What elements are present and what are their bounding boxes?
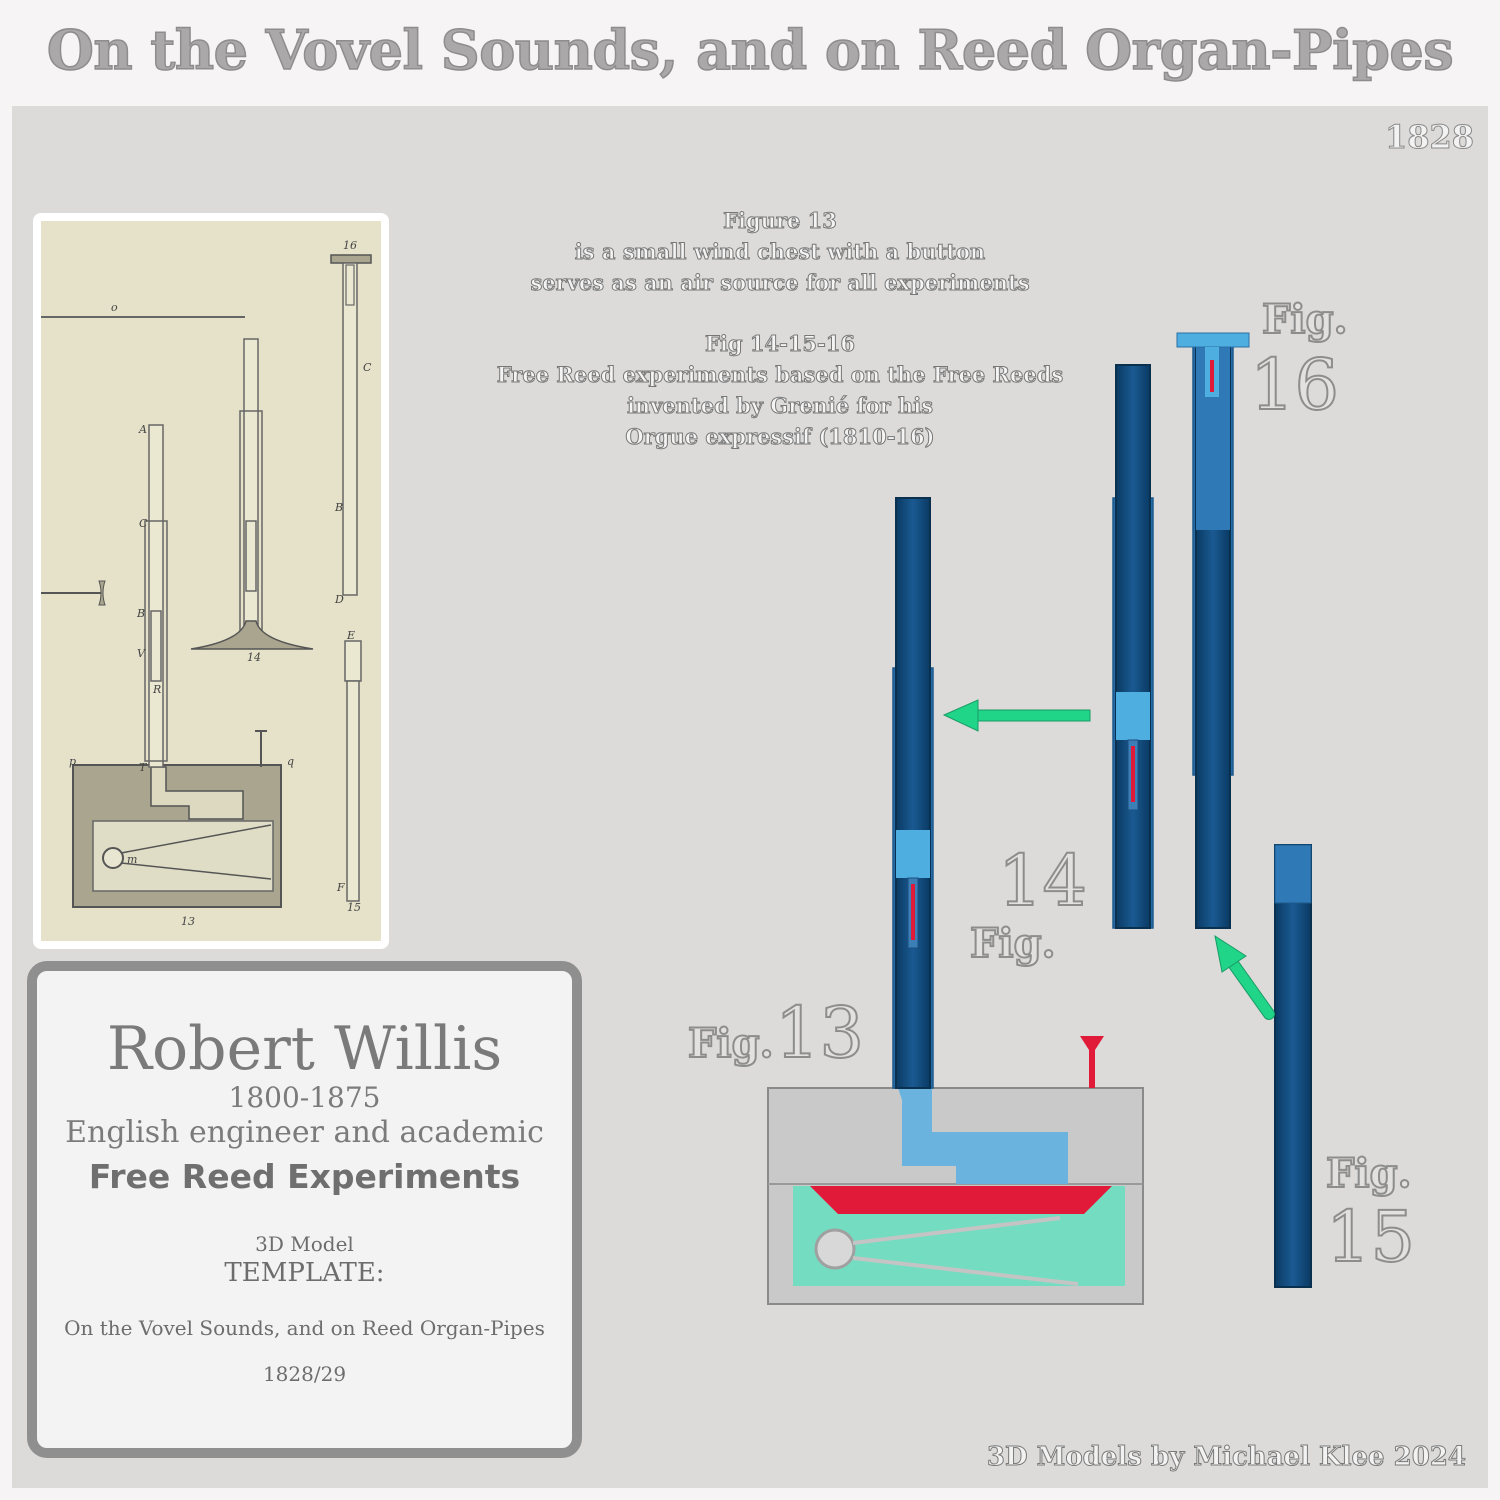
spring-arm xyxy=(120,824,272,854)
fig13-sleeve xyxy=(144,520,168,762)
spring-eye xyxy=(102,847,124,869)
arrow-fig14-to-fig13 xyxy=(942,699,1091,732)
fig14-pipe xyxy=(1115,364,1151,929)
letter-o: o xyxy=(111,301,118,314)
bellows-valve xyxy=(810,1186,1112,1214)
label-14: 14 xyxy=(247,651,261,664)
letter-E: E xyxy=(346,629,355,642)
note-line: Orgue expressif (1810-16) xyxy=(625,424,935,450)
fig13-pipe xyxy=(895,497,931,1089)
fig14-base xyxy=(190,620,314,650)
arrow-shaft xyxy=(1227,957,1274,1019)
model-label: 3D Model xyxy=(255,1232,354,1256)
letter-q: q xyxy=(287,755,294,768)
letter-V: V xyxy=(137,647,146,660)
experiments-title: Free Reed Experiments xyxy=(88,1157,521,1196)
info-card: Robert Willis 1800-1875 English engineer… xyxy=(27,961,582,1458)
chest-button[interactable] xyxy=(1080,1036,1104,1088)
fig13-label-number: 13 xyxy=(774,991,865,1075)
fig14-reed xyxy=(245,520,257,592)
fig14-reed xyxy=(1131,746,1135,802)
label-15: 15 xyxy=(347,901,361,914)
bellows-outline xyxy=(92,820,274,892)
air-channel xyxy=(898,1088,1068,1184)
fig16-pipe xyxy=(342,262,358,596)
arrow-shaft xyxy=(973,709,1091,722)
figure-14-16-note: Fig 14-15-16 Free Reed experiments based… xyxy=(470,328,1090,452)
page-title: On the Vovel Sounds, and on Reed Organ-P… xyxy=(46,17,1454,83)
fig14-reed-block xyxy=(1116,692,1150,740)
credit-text: 3D Models by Michael Klee 2024 xyxy=(986,1442,1466,1473)
fig16-reed xyxy=(345,264,355,306)
letter-D: D xyxy=(334,593,344,606)
book-title: On the Vovel Sounds, and on Reed Organ-P… xyxy=(64,1316,545,1340)
fig15-pipe xyxy=(1274,844,1312,1288)
spring-arm xyxy=(120,862,272,880)
arrow-head xyxy=(942,699,979,732)
label-16: 16 xyxy=(343,239,357,252)
fig16-reed xyxy=(1210,360,1214,392)
letter-m: m xyxy=(127,853,137,866)
letter-R: R xyxy=(152,683,161,696)
label-13: 13 xyxy=(181,915,195,928)
figure-13-note: Figure 13 is a small wind chest with a b… xyxy=(470,205,1090,298)
letter-p: p xyxy=(69,755,76,768)
person-name: Robert Willis xyxy=(106,1014,503,1084)
fig16-label-word: Fig. xyxy=(1261,295,1348,344)
fig13-reed xyxy=(150,610,162,682)
letter-T: T xyxy=(139,761,148,774)
fig15-label-word: Fig. xyxy=(1325,1149,1412,1198)
fig13-label-word: Fig. xyxy=(687,1019,774,1068)
book-date: 1828/29 xyxy=(262,1362,347,1386)
template-label: TEMPLATE: xyxy=(224,1258,385,1288)
letter-B: B xyxy=(136,607,145,620)
fig15-collar xyxy=(1274,844,1312,904)
original-engraving: o A C B V R T p q m 13 14 15 16 C B D E … xyxy=(33,213,389,949)
arrow-head xyxy=(1214,934,1247,973)
note-line: Figure 13 xyxy=(723,208,838,234)
fig14-label-number: 14 xyxy=(997,839,1088,923)
engraving-drawing: o A C B V R T p q m 13 14 15 16 C B D E … xyxy=(41,221,381,941)
fig16-cap xyxy=(1176,332,1250,348)
spring-arm-upper xyxy=(852,1216,1061,1245)
fig13-rod-knob xyxy=(98,580,106,606)
person-years: 1800-1875 xyxy=(228,1081,381,1114)
note-line: Free Reed experiments based on the Free … xyxy=(496,362,1064,388)
fig15-label-number: 15 xyxy=(1325,1195,1416,1279)
air-channel xyxy=(150,766,244,820)
person-role: English engineer and academic xyxy=(65,1115,544,1150)
note-line: is a small wind chest with a button xyxy=(574,239,986,265)
letter-B: B xyxy=(334,501,343,514)
letter-C: C xyxy=(139,517,148,530)
fig13-reed xyxy=(911,884,915,940)
note-line: invented by Grenié for his xyxy=(626,393,934,419)
fig16-label-number: 16 xyxy=(1249,343,1340,427)
note-line: serves as an air source for all experime… xyxy=(530,270,1030,296)
fig14-label-word: Fig. xyxy=(969,919,1056,968)
letter-C: C xyxy=(363,361,372,374)
arrow-fig15-to-fig16 xyxy=(1214,934,1275,1020)
note-line: Fig 14-15-16 xyxy=(705,331,856,357)
year-label: 1828 xyxy=(1384,118,1474,157)
fig15-pipe xyxy=(346,680,360,902)
spring-arm-lower xyxy=(852,1256,1079,1286)
letter-A: A xyxy=(138,423,147,436)
letter-F: F xyxy=(336,881,345,894)
spring-eye xyxy=(814,1228,856,1270)
fig13-reed-block xyxy=(896,830,930,878)
